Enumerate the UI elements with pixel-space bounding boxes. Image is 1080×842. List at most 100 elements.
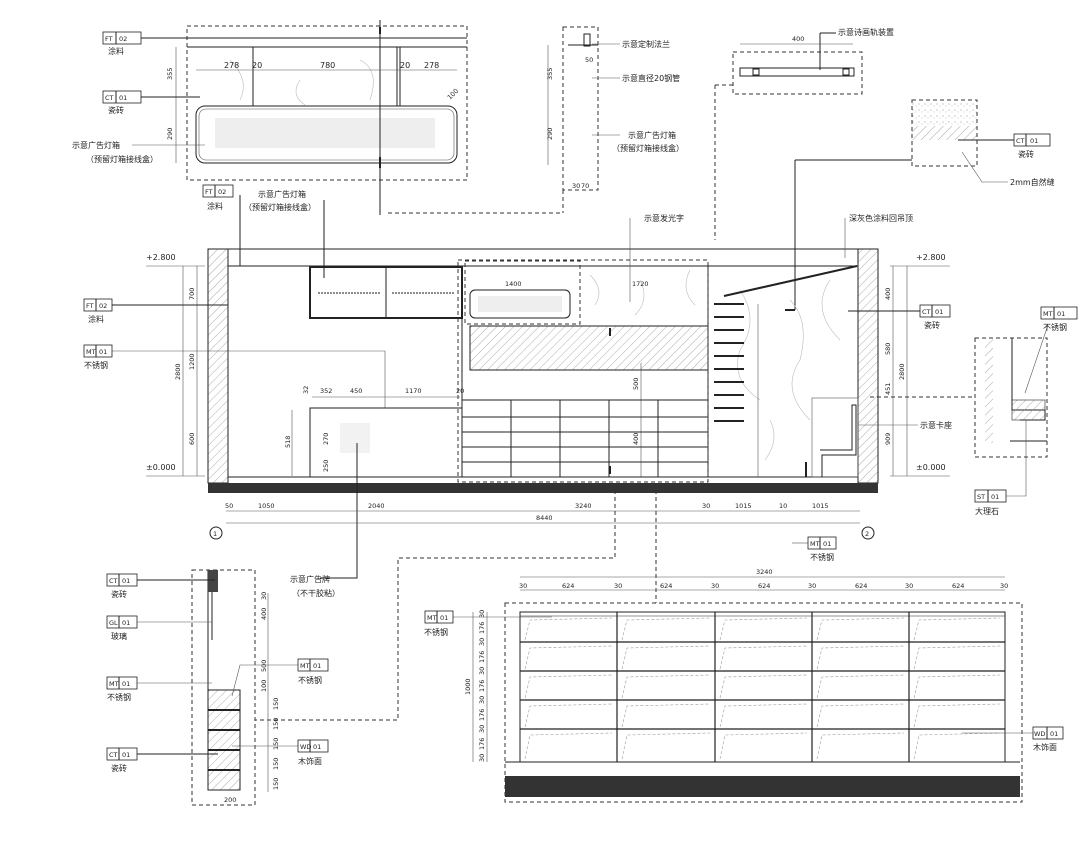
label: 不锈钢 xyxy=(424,627,448,637)
label: MT xyxy=(86,348,96,356)
floor-slab xyxy=(208,483,878,493)
rail-detail: 400 示意诗画轨装置 xyxy=(714,27,894,240)
label: 624 xyxy=(952,582,964,590)
label: MT xyxy=(300,662,310,670)
label: 1015 xyxy=(812,502,829,510)
label: 01 xyxy=(935,308,943,316)
label: 1170 xyxy=(405,387,422,395)
label: 1015 xyxy=(735,502,752,510)
dim: 100 xyxy=(446,87,460,101)
note: （预留灯箱接线盒） xyxy=(244,202,316,212)
label: 瓷砖 xyxy=(111,589,127,599)
label: 30 xyxy=(260,592,268,600)
note: 示意广告牌 xyxy=(290,574,330,584)
label: 01 xyxy=(99,348,107,356)
label: 909 xyxy=(884,433,892,445)
material-tag: ST 01 大理石 xyxy=(974,489,1007,516)
label: 2040 xyxy=(368,502,385,510)
label: 30 xyxy=(478,610,486,618)
label: 01 xyxy=(823,540,831,548)
tile-detail: CT 01 瓷砖 2mm自然缝 xyxy=(794,99,1055,310)
label: 100 xyxy=(260,680,268,692)
note: （预留灯箱接线盒） xyxy=(86,154,158,164)
level-mark: +2.800 xyxy=(916,253,946,262)
label: 70 xyxy=(581,182,589,190)
note: 示意卡座 xyxy=(920,420,952,430)
label: 30 xyxy=(808,582,816,590)
label: 150 xyxy=(272,698,280,710)
label: 30 xyxy=(702,502,710,510)
label: MT xyxy=(109,680,119,688)
label: 不锈钢 xyxy=(1043,322,1067,332)
label: 涂料 xyxy=(207,201,223,211)
note: 2mm自然缝 xyxy=(1010,177,1055,187)
label: FT xyxy=(205,188,213,196)
label: MT xyxy=(810,540,820,548)
label: 1 xyxy=(213,530,217,538)
dim: 278 xyxy=(224,61,239,70)
label: 1050 xyxy=(258,502,275,510)
label: 500 xyxy=(632,378,640,390)
label: 20 xyxy=(456,387,464,395)
shelf-base xyxy=(505,776,1020,797)
label: MT xyxy=(1043,310,1053,318)
dim: 290 xyxy=(166,128,174,140)
label: 大理石 xyxy=(975,506,999,516)
label: WD xyxy=(300,743,311,751)
dim: 780 xyxy=(320,61,335,70)
note: 示意广告灯箱 xyxy=(628,130,676,140)
axis-marker xyxy=(861,526,875,540)
label: MT xyxy=(427,614,437,622)
label: 176 xyxy=(478,622,486,634)
label: 30 xyxy=(478,667,486,675)
label: CT xyxy=(105,94,114,102)
label: 176 xyxy=(478,738,486,750)
shelf-grid xyxy=(520,612,1005,762)
drawer-grid xyxy=(461,399,709,478)
label: 01 xyxy=(122,577,130,585)
label: 02 xyxy=(99,302,107,310)
dim: 278 xyxy=(424,61,439,70)
material-tag: FT 02 涂料 xyxy=(202,184,234,211)
label: 624 xyxy=(660,582,672,590)
note: 示意直径20钢管 xyxy=(622,73,680,83)
material-tag: FT 02 涂料 xyxy=(83,298,113,324)
material-tag: MT 01 不锈钢 xyxy=(807,536,837,562)
label: 150 xyxy=(272,738,280,750)
label: 不锈钢 xyxy=(107,692,131,702)
label: 30 xyxy=(478,638,486,646)
label: 3240 xyxy=(575,502,592,510)
label: 30 xyxy=(478,696,486,704)
label: 01 xyxy=(1050,730,1058,738)
material-tag: CT 01 瓷砖 xyxy=(102,90,200,115)
label: 30 xyxy=(711,582,719,590)
note: 示意定制法兰 xyxy=(622,39,670,49)
label: 200 xyxy=(224,796,236,804)
level-mark: +2.800 xyxy=(146,253,176,262)
label: 400 xyxy=(884,288,892,300)
label: 150 xyxy=(272,778,280,790)
label: 30 xyxy=(1000,582,1008,590)
label: 30 xyxy=(905,582,913,590)
rod-rack xyxy=(714,303,744,422)
label: 01 xyxy=(122,619,130,627)
dim: 20 xyxy=(252,61,262,70)
label: 518 xyxy=(284,436,292,448)
label: 32 xyxy=(302,386,310,394)
label: 270 xyxy=(322,433,330,445)
label: 30 xyxy=(614,582,622,590)
note: （预留灯箱接线盒） xyxy=(612,143,684,153)
material-tag: MT 01 不锈钢 xyxy=(1040,306,1078,332)
label: 01 xyxy=(313,662,321,670)
label: 352 xyxy=(320,387,332,395)
label: WD xyxy=(1034,730,1045,738)
label: 不锈钢 xyxy=(84,360,108,370)
label: CT xyxy=(922,308,931,316)
material-tag: CT 01 瓷砖 xyxy=(919,304,951,330)
level-mark: ±0.000 xyxy=(146,463,176,472)
label: 不锈钢 xyxy=(810,552,834,562)
